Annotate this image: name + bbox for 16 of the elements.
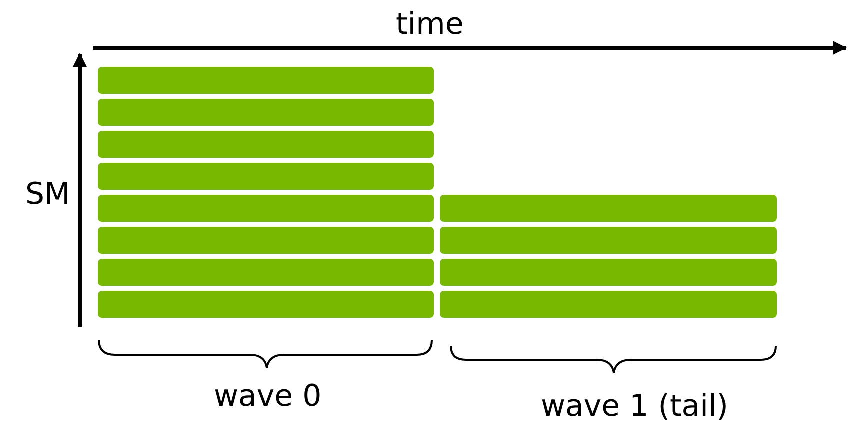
bar	[98, 259, 434, 286]
axis-label: SM	[26, 180, 70, 210]
bar	[440, 227, 777, 254]
bar	[440, 259, 777, 286]
bar	[98, 99, 434, 126]
bracket-label: wave 1 (tail)	[541, 392, 729, 422]
bar	[98, 227, 434, 254]
bar	[98, 163, 434, 190]
bar	[98, 195, 434, 222]
bar	[440, 291, 777, 318]
bar	[98, 67, 434, 94]
bar	[98, 131, 434, 158]
bar	[440, 195, 777, 222]
bracket-label: wave 0	[214, 382, 322, 412]
axis-label: time	[396, 10, 464, 40]
bar	[98, 291, 434, 318]
